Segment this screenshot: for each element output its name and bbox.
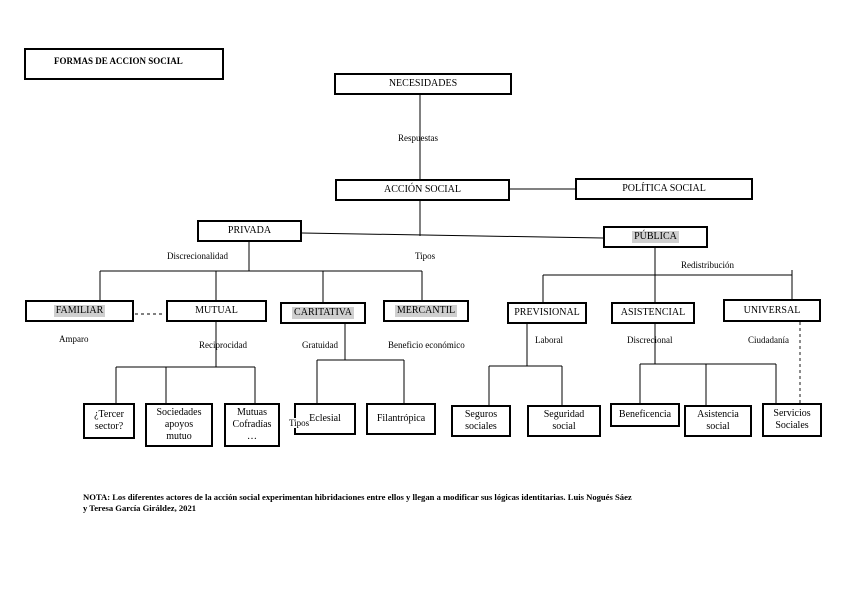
label-laboral: Laboral [535,335,563,345]
label-reciprocidad: Reciprocidad [199,340,247,350]
node-universal: UNIVERSAL [723,299,821,322]
node-servicios: Servicios Sociales [762,403,822,437]
node-privada-label: PRIVADA [227,225,272,236]
label-respuestas: Respuestas [398,133,438,143]
label-discrecional: Discrecional [627,335,673,345]
node-publica: PÚBLICA [603,226,708,248]
footnote: NOTA: Los diferentes actores de la acció… [83,492,632,513]
node-eclesial-label: Eclesial [309,413,341,424]
node-caritativa: CARITATIVA [280,302,366,324]
node-accion-social: ACCIÓN SOCIAL [335,179,510,201]
label-ciudadania: Ciudadanía [748,335,789,345]
node-seguridad: Seguridad social [527,405,601,437]
node-seguros-label: Seguros sociales [464,409,498,432]
node-servicios-label: Servicios Sociales [773,408,811,431]
label-discrecionalidad: Discrecionalidad [167,251,228,261]
node-mutuas-label: Mutuas Cofradías … [232,407,272,442]
label-tipos-top: Tipos [415,251,436,261]
node-necesidades-label: NECESIDADES [388,78,458,89]
diagram-title: FORMAS DE ACCION SOCIAL [24,48,224,80]
node-privada: PRIVADA [197,220,302,242]
node-familiar: FAMILIAR [25,300,134,322]
node-seguros: Seguros sociales [451,405,511,437]
node-familiar-label: FAMILIAR [53,305,106,317]
node-tercer-sector: ¿Tercer sector? [83,403,135,439]
node-universal-label: UNIVERSAL [743,304,801,316]
node-sociedades: Sociedades apoyos mutuo [145,403,213,447]
node-filantropica-label: Filantrópica [376,413,426,424]
node-asistencial-label: ASISTENCIAL [620,307,686,318]
label-beneficio: Beneficio económico [388,340,465,350]
node-mutuas: Mutuas Cofradías … [224,403,280,447]
node-sociedades-label: Sociedades apoyos mutuo [156,407,202,442]
node-caritativa-label: CARITATIVA [292,307,354,319]
label-gratuidad: Gratuidad [302,340,338,350]
node-seguridad-label: Seguridad social [543,409,585,432]
node-previsional: PREVISIONAL [507,302,587,324]
label-tipos-bottom: Tipos [289,418,310,428]
node-politica-social: POLÍTICA SOCIAL [575,178,753,200]
node-asistencial: ASISTENCIAL [611,302,695,324]
diagram-title-text: FORMAS DE ACCION SOCIAL [54,56,183,66]
node-publica-label: PÚBLICA [632,231,679,243]
node-mutual: MUTUAL [166,300,267,322]
node-mercantil-label: MERCANTIL [394,305,458,317]
node-beneficencia-label: Beneficencia [618,409,672,420]
node-mercantil: MERCANTIL [383,300,469,322]
label-amparo: Amparo [59,334,89,344]
node-accion-social-label: ACCIÓN SOCIAL [384,184,461,195]
node-politica-social-label: POLÍTICA SOCIAL [622,183,706,194]
node-mutual-label: MUTUAL [195,305,238,316]
node-beneficencia: Beneficencia [610,403,680,427]
node-filantropica: Filantrópica [366,403,436,435]
label-redistribucion: Redistribución [681,260,734,270]
node-previsional-label: PREVISIONAL [514,307,580,318]
node-asistencia-label: Asistencia social [697,409,739,432]
node-asistencia: Asistencia social [684,405,752,437]
node-necesidades: NECESIDADES [334,73,512,95]
node-tercer-sector-label: ¿Tercer sector? [94,409,124,432]
